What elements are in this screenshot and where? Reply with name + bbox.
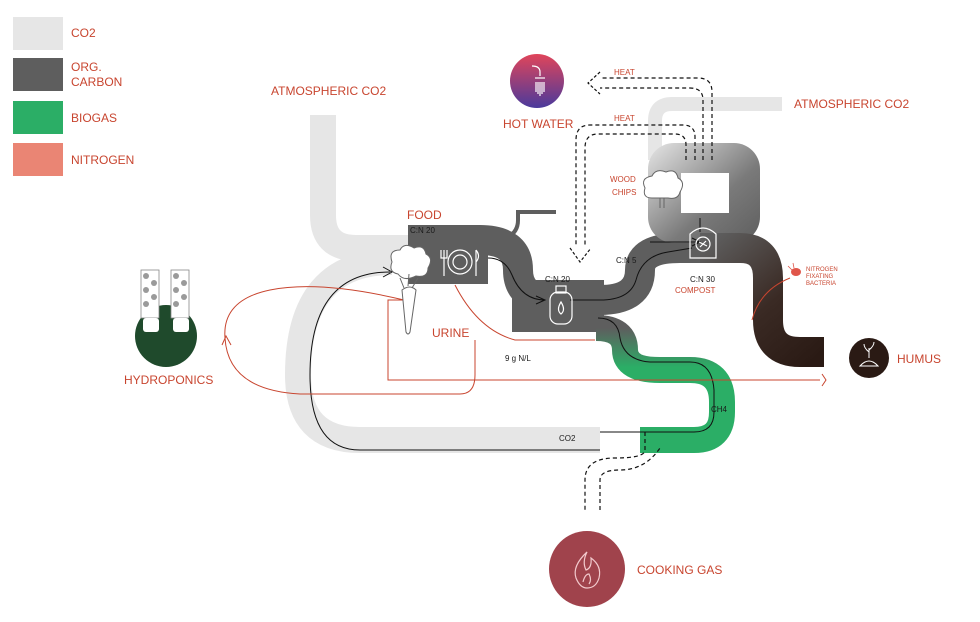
cooking-gas-label: COOKING GAS — [637, 563, 722, 577]
nitrogen-fixating-label-3: BACTERIA — [806, 281, 836, 287]
heat-mid-arrowhead — [569, 247, 592, 264]
nitrogen-rate-label: 9 g N/L — [505, 354, 531, 363]
flow-line-org-carbon — [487, 247, 693, 301]
flow-biogas — [595, 315, 735, 453]
flow-co2-atmospheric-left — [310, 115, 412, 261]
plate-cutlery-icon — [440, 249, 480, 276]
wood-label: WOOD — [610, 175, 636, 184]
flow-line-biogas — [597, 317, 715, 433]
cn-compost-label: C:N 30 — [690, 275, 715, 284]
cn-digester-label: C:N 20 — [545, 275, 570, 284]
legend-label-org-carbon-1: ORG. — [71, 60, 102, 74]
flow-nitrogen-loop — [224, 284, 827, 395]
flow-nitrogen-fixating — [751, 277, 791, 321]
arrow-nitrogen-hydroponics — [221, 334, 232, 346]
cabbage-icon — [390, 244, 432, 280]
flow-cooking-gas-dashed — [584, 432, 661, 510]
compost-bin-icon — [689, 227, 717, 259]
legend: CO2 ORG. CARBON BIOGAS NITROGEN — [13, 17, 134, 176]
legend-label-org-carbon-2: CARBON — [71, 75, 122, 89]
hot-water-label: HOT WATER — [503, 117, 574, 131]
humus-label: HUMUS — [897, 352, 941, 366]
arrow-org-carbon — [535, 295, 547, 305]
chips-label: CHIPS — [612, 188, 636, 197]
legend-swatch-org-carbon — [13, 58, 63, 91]
hydroponic-tower-icon — [140, 269, 190, 332]
urine-label: URINE — [432, 326, 469, 340]
legend-label-co2: CO2 — [71, 26, 96, 40]
gas-bottle-icon — [549, 285, 573, 325]
arrow-co2-return — [382, 266, 394, 278]
hot-water-circle — [510, 54, 564, 108]
soil-sprout-icon — [858, 341, 880, 367]
flow-heat-top-dashed — [600, 77, 713, 160]
legend-label-biogas: BIOGAS — [71, 111, 117, 125]
boiler-chamber — [681, 173, 729, 213]
compost-label: COMPOST — [675, 286, 716, 295]
hydroponics-label: HYDROPONICS — [124, 373, 213, 387]
flow-heat-mid-dashed — [575, 124, 696, 245]
ch4-label: CH4 — [711, 405, 728, 414]
heat-top-label: HEAT — [614, 68, 635, 77]
food-label: FOOD — [407, 208, 442, 222]
legend-swatch-biogas — [13, 101, 63, 134]
atmospheric-co2-right-label: ATMOSPHERIC CO2 — [794, 97, 909, 111]
heat-top-arrowhead — [587, 71, 601, 95]
atmospheric-co2-left-label: ATMOSPHERIC CO2 — [271, 84, 386, 98]
nitrogen-fixating-label-1: NITROGEN — [806, 267, 838, 273]
flame-icon — [574, 551, 601, 589]
co2-return-label: CO2 — [559, 434, 576, 443]
cloud-tree-icon — [643, 170, 684, 208]
flow-org-carbon-digester-block — [512, 280, 604, 332]
cn-food-label: C:N 20 — [410, 226, 435, 235]
legend-label-nitrogen: NITROGEN — [71, 153, 134, 167]
flow-line-co2-return — [309, 271, 600, 451]
flow-co2-atmospheric-right — [648, 97, 782, 160]
legend-swatch-co2 — [13, 17, 63, 50]
bacteria-icon — [787, 262, 801, 276]
hydroponics-node: HYDROPONICS — [124, 269, 213, 387]
flow-org-carbon-compost-humus — [700, 233, 824, 367]
legend-swatch-nitrogen — [13, 143, 63, 176]
flow-co2-return-loop — [284, 249, 600, 453]
cn-5-label: C:N 5 — [616, 256, 637, 265]
nitrogen-fixating-label-2: FIXATING — [806, 274, 834, 280]
carrot-icon — [399, 273, 419, 335]
humus-node: HUMUS — [849, 338, 941, 378]
hot-water-node: HOT WATER — [503, 54, 574, 131]
cooking-gas-node: COOKING GAS — [549, 531, 722, 607]
shower-icon — [531, 65, 545, 96]
heat-mid-label: HEAT — [614, 114, 635, 123]
